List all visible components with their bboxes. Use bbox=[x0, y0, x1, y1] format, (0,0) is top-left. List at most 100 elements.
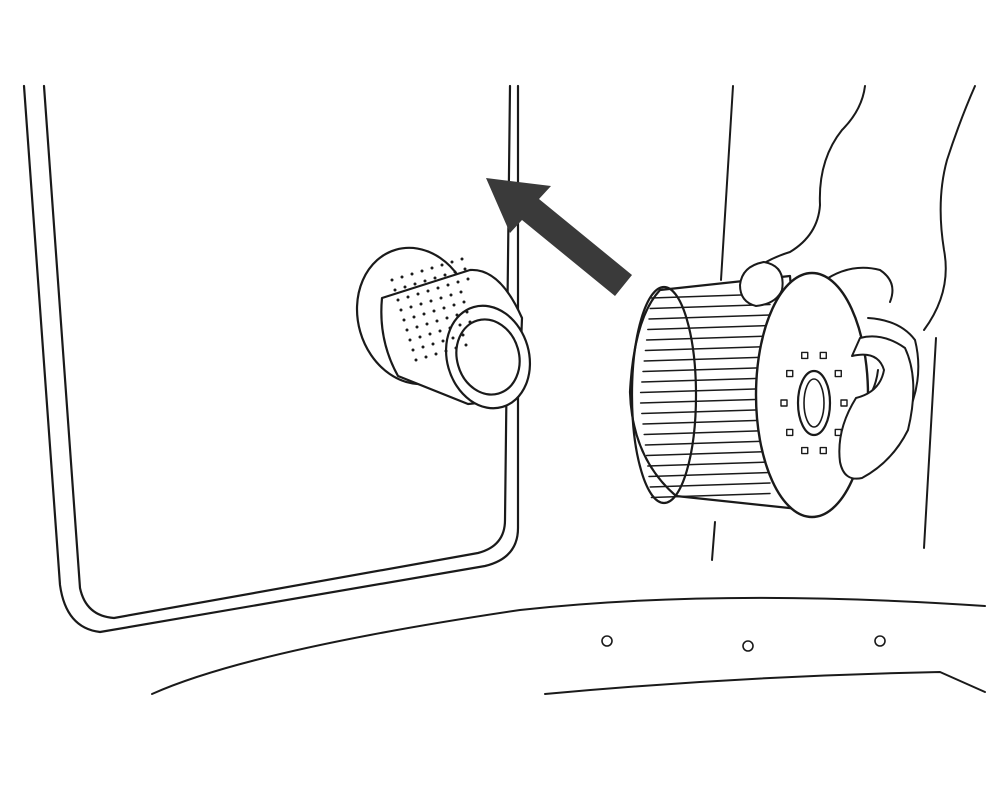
perforation-dot bbox=[452, 303, 456, 307]
perforation-dot bbox=[450, 260, 454, 264]
perforation-dot bbox=[460, 257, 464, 261]
screw-hole bbox=[601, 635, 613, 647]
filter-housing bbox=[355, 246, 532, 410]
arrow-up-left-icon bbox=[486, 178, 632, 296]
perforation-dot bbox=[441, 339, 445, 343]
perforation-dot bbox=[409, 305, 413, 309]
perforation-dot bbox=[405, 328, 409, 332]
perforation-dot bbox=[403, 285, 407, 289]
perforation-dot bbox=[442, 306, 446, 310]
perforation-dot bbox=[431, 342, 435, 346]
pleat-line bbox=[639, 398, 771, 404]
cap-slot bbox=[834, 369, 842, 378]
perforation-dot bbox=[402, 318, 406, 322]
perforation-dot bbox=[429, 299, 433, 303]
pleat-line bbox=[647, 324, 771, 331]
pleat-line bbox=[648, 471, 771, 478]
pleat-line bbox=[647, 461, 771, 467]
perforation-dot bbox=[451, 336, 455, 340]
perforation-dot bbox=[434, 352, 438, 356]
perforation-dot bbox=[422, 312, 426, 316]
perforation-dot bbox=[419, 302, 423, 306]
perforation-dot bbox=[414, 358, 418, 362]
cap-slot bbox=[819, 351, 827, 360]
perforation-dot bbox=[421, 345, 425, 349]
pleat-line bbox=[650, 492, 771, 499]
perforation-dot bbox=[458, 323, 462, 327]
pleat-line bbox=[641, 408, 771, 415]
perforation-dot bbox=[420, 269, 424, 273]
cartridge-center-hole-inner bbox=[803, 378, 825, 428]
pleat-line bbox=[645, 450, 771, 457]
cap-slot bbox=[780, 399, 788, 407]
pleat-line bbox=[648, 314, 771, 320]
perforation-dot bbox=[438, 329, 442, 333]
perforation-dot bbox=[390, 278, 394, 282]
cartridge-back-rim bbox=[630, 285, 698, 505]
perforation-dot bbox=[464, 343, 468, 347]
perforation-dot bbox=[468, 320, 472, 324]
perforation-dot bbox=[455, 313, 459, 317]
perforation-dot bbox=[428, 332, 432, 336]
perforation-dot bbox=[416, 292, 420, 296]
perforation-dot bbox=[412, 315, 416, 319]
pleat-line bbox=[643, 356, 771, 362]
pleat-line bbox=[643, 429, 771, 436]
housing-perforations bbox=[390, 257, 472, 362]
perforation-dot bbox=[423, 279, 427, 283]
perforation-dot bbox=[400, 275, 404, 279]
screw-hole bbox=[874, 635, 886, 647]
perforation-dot bbox=[408, 338, 412, 342]
pleat-line bbox=[649, 303, 771, 310]
perforation-dot bbox=[399, 308, 403, 312]
panel-frame bbox=[22, 84, 520, 634]
perforation-dot bbox=[466, 277, 470, 281]
cap-slot bbox=[819, 446, 827, 455]
perforation-dot bbox=[433, 276, 437, 280]
cap-slot bbox=[801, 351, 809, 360]
perforation-dot bbox=[454, 346, 458, 350]
perforation-dot bbox=[445, 316, 449, 320]
pleat-line bbox=[642, 419, 771, 425]
perforation-dot bbox=[396, 298, 400, 302]
perforation-dot bbox=[465, 310, 469, 314]
perforation-dot bbox=[415, 325, 419, 329]
perforation-dot bbox=[444, 349, 448, 353]
perforation-dot bbox=[413, 282, 417, 286]
perforation-dot bbox=[425, 322, 429, 326]
perforation-dot bbox=[443, 273, 447, 277]
base-outline bbox=[151, 596, 986, 695]
perforation-dot bbox=[463, 267, 467, 271]
cartridge-center-hole bbox=[796, 369, 832, 437]
pleat-line bbox=[641, 377, 771, 383]
perforation-dot bbox=[459, 290, 463, 294]
perforation-dot bbox=[440, 263, 444, 267]
cap-slot bbox=[801, 446, 809, 455]
perforation-dot bbox=[424, 355, 428, 359]
perforation-dot bbox=[410, 272, 414, 276]
perforation-dot bbox=[439, 296, 443, 300]
cap-slot bbox=[840, 399, 848, 407]
perforation-dot bbox=[448, 326, 452, 330]
cap-slot bbox=[786, 369, 794, 378]
cartridge-cap-slots bbox=[780, 351, 848, 455]
pleat-line bbox=[644, 440, 771, 446]
perforation-dot bbox=[430, 266, 434, 270]
perforation-dot bbox=[411, 348, 415, 352]
pleat-line bbox=[645, 335, 771, 341]
housing-outlet-inner bbox=[455, 318, 521, 396]
perforation-dot bbox=[393, 288, 397, 292]
perforation-dot bbox=[418, 335, 422, 339]
cap-slot bbox=[786, 428, 794, 437]
perforation-dot bbox=[435, 319, 439, 323]
perforation-dot bbox=[446, 283, 450, 287]
perforation-dot bbox=[449, 293, 453, 297]
pleat-line bbox=[642, 366, 771, 373]
pleat-line bbox=[639, 387, 771, 394]
perforation-dot bbox=[432, 309, 436, 313]
filter-cartridge bbox=[628, 271, 870, 519]
perforation-dot bbox=[436, 286, 440, 290]
perforation-dot bbox=[461, 333, 465, 337]
